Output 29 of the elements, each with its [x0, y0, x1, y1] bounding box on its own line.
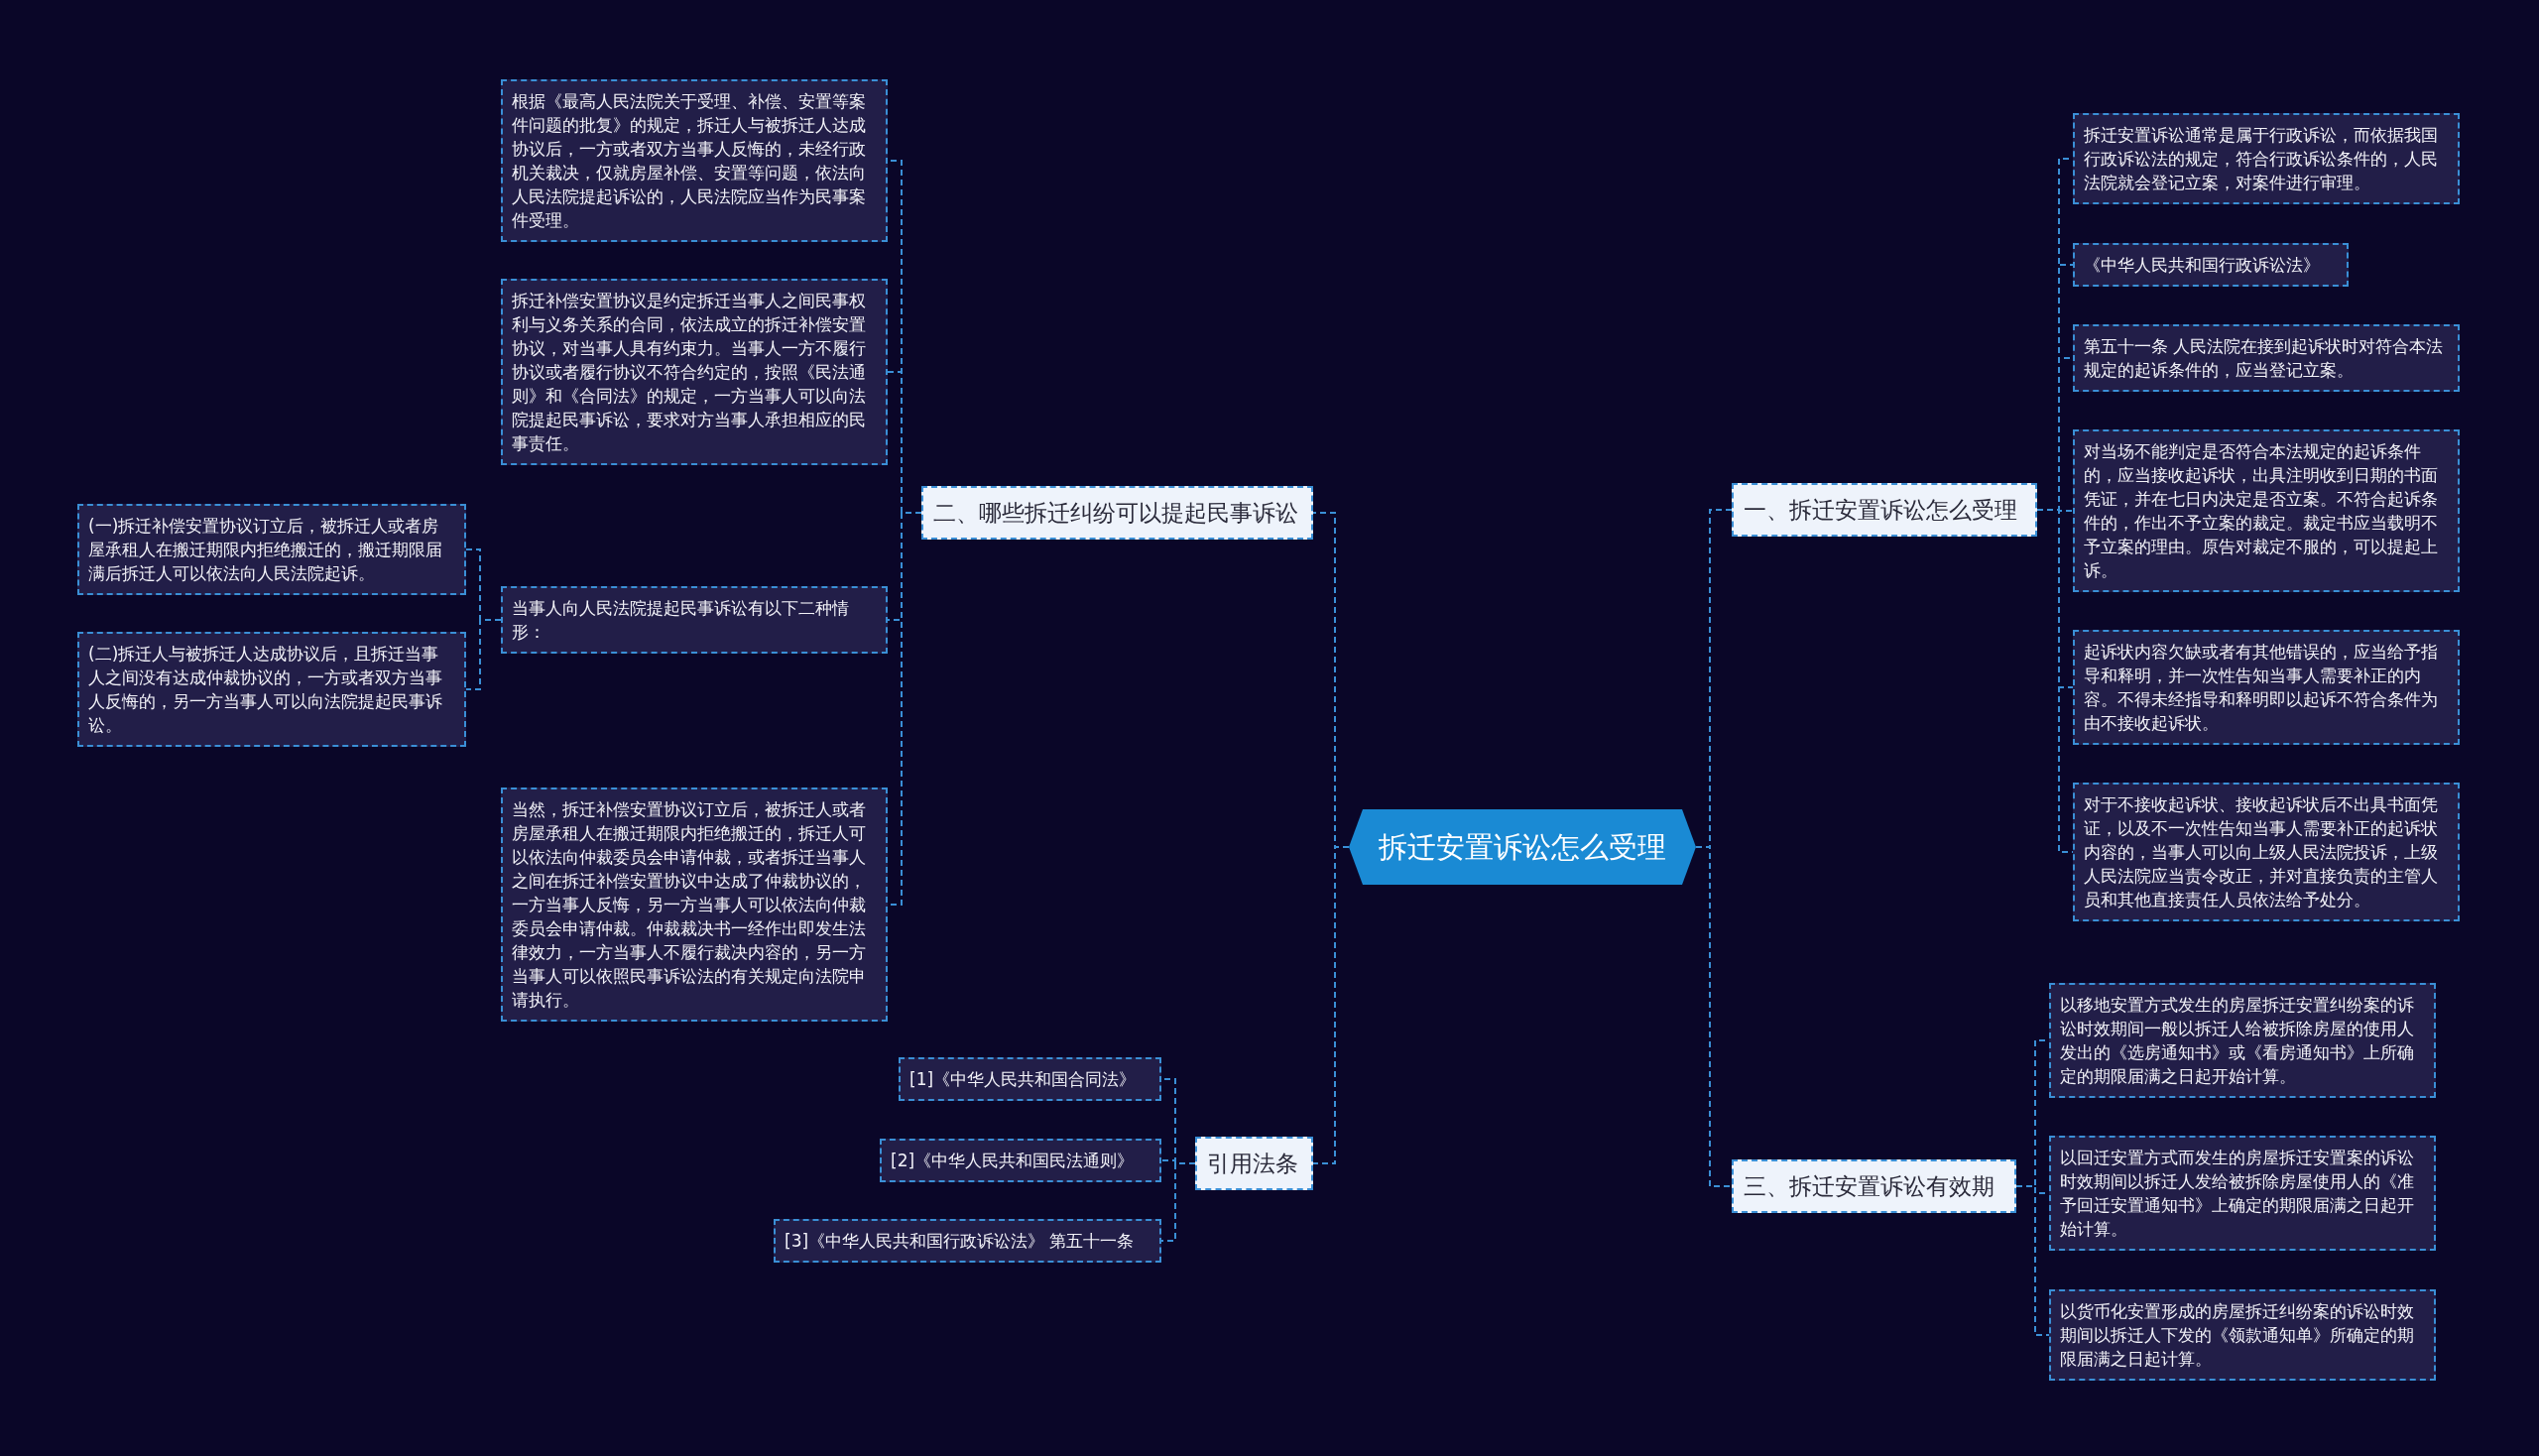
note-box: 以移地安置方式发生的房屋拆迁安置纠纷案的诉讼时效期间一般以拆迁人给被拆除房屋的使用人发出的《选房通知书》或《看房通知书》上所确定的期限届满之日起开始计算。 — [2049, 983, 2436, 1098]
branch-topic: 三、拆迁安置诉讼有效期 — [1732, 1159, 2016, 1213]
note-box: 第五十一条 人民法院在接到起诉状时对符合本法规定的起诉条件的，应当登记立案。 — [2073, 324, 2460, 392]
note-box: 当然，拆迁补偿安置协议订立后，被拆迁人或者房屋承租人在搬迁期限内拒绝搬迁的，拆迁人可以依法向仲裁委员会申请仲裁，或者拆迁当事人之间在拆迁补偿安置协议中达成了仲裁协议的，一方当事人反悔，另一方当事人可以依法向仲裁委员会申请仲裁。仲裁裁决书一经作出即发生法律效力，一方当事人不履行裁决内容的，另一方当事人可以依照民事诉讼法的有关规定向法院申请执行。 — [501, 788, 888, 1022]
note-box: (一)拆迁补偿安置协议订立后，被拆迁人或者房屋承租人在搬迁期限内拒绝搬迁的，搬迁期限届满后拆迁人可以依法向人民法院起诉。 — [77, 504, 466, 595]
connector-line — [2015, 1185, 2050, 1336]
note-box: 拆迁补偿安置协议是约定拆迁当事人之间民事权利与义务关系的合同，依法成立的拆迁补偿安置协议，对当事人具有约束力。当事人一方不履行协议或者履行协议不符合约定的，按照《民法通则》和《合同法》的规定，一方当事人可以向法院提起民事诉讼，要求对方当事人承担相应的民事责任。 — [501, 279, 888, 465]
connector-line — [1312, 846, 1350, 1164]
note-box: 对当场不能判定是否符合本法规定的起诉条件的，应当接收起诉状，出具注明收到日期的书面凭证，并在七日内决定是否立案。不符合起诉条件的，作出不予立案的裁定。裁定书应当载明不予立案的理由。原告对裁定不服的，可以提起上诉。 — [2073, 429, 2460, 592]
note-box: 根据《最高人民法院关于受理、补偿、安置等案件问题的批复》的规定，拆迁人与被拆迁人达成协议后，一方或者双方当事人反悔的，未经行政机关裁决，仅就房屋补偿、安置等问题，依法向人民法院提起诉讼的，人民法院应当作为民事案件受理。 — [501, 79, 888, 242]
branch-topic: 二、哪些拆迁纠纷可以提起民事诉讼 — [921, 486, 1313, 540]
root-topic-hexagon — [1349, 809, 1696, 885]
note-box: 对于不接收起诉状、接收起诉状后不出具书面凭证，以及不一次性告知当事人需要补正的起诉状内容的，当事人可以向上级人民法院投诉，上级人民法院应当责令改正，并对直接负责的主管人员和其他直接责任人员依法给予处分。 — [2073, 783, 2460, 921]
connector-line — [1160, 1162, 1196, 1242]
note-box: 起诉状内容欠缺或者有其他错误的，应当给予指导和释明，并一次性告知当事人需要补正的内容。不得未经指导和释明即以起诉不符合条件为由不接收起诉状。 — [2073, 630, 2460, 745]
note-box: (二)拆迁人与被拆迁人达成协议后，且拆迁当事人之间没有达成仲裁协议的，一方或者双方当事人反悔的，另一方当事人可以向法院提起民事诉讼。 — [77, 632, 466, 747]
note-box: 以回迁安置方式而发生的房屋拆迁安置案的诉讼时效期间以拆迁人发给被拆除房屋使用人的《准予回迁安置通知书》上确定的期限届满之日起开始计算。 — [2049, 1136, 2436, 1251]
note-box: 当事人向人民法院提起民事诉讼有以下二种情形： — [501, 586, 888, 654]
note-box: 《中华人民共和国行政诉讼法》 — [2073, 243, 2349, 287]
note-box: 拆迁安置诉讼通常是属于行政诉讼，而依据我国行政诉讼法的规定，符合行政诉讼条件的，人民法院就会登记立案，对案件进行审理。 — [2073, 113, 2460, 204]
branch-topic: 引用法条 — [1195, 1137, 1313, 1190]
connector-line — [465, 619, 502, 690]
note-box: [1]《中华人民共和国合同法》 — [899, 1057, 1161, 1101]
branch-topic: 一、拆迁安置诉讼怎么受理 — [1732, 483, 2037, 537]
note-box: [2]《中华人民共和国民法通则》 — [880, 1139, 1161, 1182]
note-box: [3]《中华人民共和国行政诉讼法》 第五十一条 — [774, 1219, 1161, 1263]
root-topic-text: 拆迁安置诉讼怎么受理 — [1379, 829, 1666, 866]
note-box: 以货币化安置形成的房屋拆迁纠纷案的诉讼时效期间以拆迁人下发的《领款通知单》所确定的期限届满之日起计算。 — [2049, 1289, 2436, 1381]
connector-line — [1695, 846, 1733, 1187]
